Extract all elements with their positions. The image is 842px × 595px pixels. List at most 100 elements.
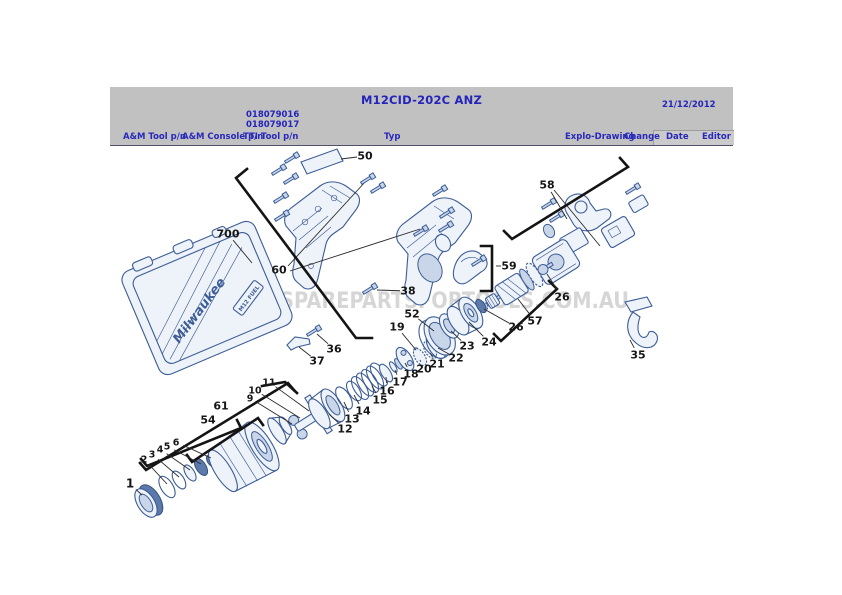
callout-13: 13 — [344, 413, 359, 426]
callout-22: 22 — [448, 352, 463, 365]
small-rings-drawing — [158, 454, 217, 499]
header-inset-cells — [653, 130, 734, 145]
callout-2: 2 — [141, 455, 148, 466]
column-header: Change — [624, 132, 660, 142]
extra-leader-lines — [287, 180, 601, 272]
callout-leader-17 — [394, 369, 398, 375]
column-header: A&M Console p/n — [182, 132, 264, 142]
bracket-61-group — [138, 381, 296, 472]
callout-60: 60 — [271, 264, 287, 277]
callout-18: 18 — [403, 368, 418, 381]
callout-700: 700 — [217, 228, 240, 241]
screw-icon — [273, 209, 291, 223]
callout-leader-2 — [149, 464, 168, 485]
spindle-drum-drawing — [446, 296, 484, 336]
washer-drawing — [475, 298, 487, 314]
callout-leader-37 — [298, 346, 311, 357]
callout-61: 61 — [213, 400, 228, 413]
screw-icon — [282, 172, 300, 186]
screw-icon — [359, 172, 377, 186]
callout-10: 10 — [248, 386, 262, 397]
callout-leader-13 — [343, 401, 350, 412]
callout-leader-11 — [275, 386, 310, 412]
callout-leader-58 — [550, 191, 568, 220]
callout-leader-35 — [629, 339, 635, 349]
callout-9: 9 — [247, 394, 254, 405]
callout-16: 16 — [379, 385, 395, 398]
front-ring-drawing — [134, 484, 164, 518]
callout-11: 11 — [262, 378, 275, 389]
callout-15: 15 — [372, 394, 387, 407]
callout-1: 1 — [126, 477, 134, 491]
callout-leader-3 — [157, 458, 180, 478]
callout-12: 12 — [337, 423, 352, 436]
callout-leader-22 — [437, 347, 450, 355]
screw-icon — [431, 184, 449, 198]
header-band: M12CID-202C ANZ 21/12/2012 018079016 018… — [110, 87, 734, 146]
callout-leader-57 — [517, 298, 531, 315]
callout-leader-26 — [546, 273, 559, 291]
screw-icon — [437, 220, 455, 234]
callout-leader-15 — [371, 385, 377, 394]
housing-left-half-drawing — [284, 181, 360, 290]
callout-24: 24 — [481, 336, 497, 349]
kit-case-drawing: Milwaukee M12 FUEL — [121, 220, 293, 376]
callout-59: 59 — [501, 260, 516, 273]
callout-26: 26 — [508, 321, 524, 334]
bracket-59-group — [479, 244, 494, 293]
tool-part-number-1: 018079016 — [246, 110, 300, 120]
oring-spring-drawing — [335, 362, 389, 410]
callout-leader-23 — [450, 330, 462, 341]
bracket-58-group — [502, 156, 630, 241]
callout-leader-26 — [483, 308, 510, 324]
callout-36: 36 — [326, 343, 342, 356]
bracket-60-group — [234, 167, 374, 340]
callout-leader-19 — [401, 332, 417, 351]
callout-17: 17 — [392, 376, 407, 389]
column-header: Editor — [702, 132, 731, 142]
belt-clip-drawing — [286, 336, 311, 351]
callout-leader-5 — [173, 449, 202, 465]
screw-layer — [270, 151, 642, 338]
callout-layer: 5060700585935265726385219242322212018171… — [126, 150, 646, 496]
callout-leader-21 — [429, 352, 434, 358]
callout-38: 38 — [400, 285, 415, 298]
gear-case-cup-drawing — [304, 388, 346, 435]
callout-5: 5 — [164, 442, 171, 453]
callout-leader-24 — [468, 321, 484, 337]
cam-cone-drawing — [267, 416, 293, 445]
callout-54: 54 — [200, 414, 216, 427]
document-title: M12CID-202C ANZ — [360, 93, 482, 107]
callout-leader-700 — [232, 239, 253, 264]
callout-leader-18 — [404, 362, 408, 368]
callout-4: 4 — [157, 445, 164, 456]
callout-20: 20 — [416, 363, 432, 376]
callout-leader-12 — [328, 413, 340, 424]
screw-icon — [540, 197, 558, 211]
callout-leader-38 — [376, 289, 401, 292]
callout-leader-36 — [316, 333, 329, 345]
callout-leader-10 — [261, 393, 301, 419]
belt-hook-drawing — [624, 296, 658, 349]
screw-icon — [361, 282, 379, 296]
screw-icon — [438, 206, 456, 220]
column-header: A&M Tool p/n — [123, 132, 186, 142]
callout-57: 57 — [527, 315, 542, 328]
bracket-26-57-group — [492, 279, 559, 343]
document-date: 21/12/2012 — [662, 100, 716, 110]
callout-23: 23 — [459, 340, 474, 353]
callout-35: 35 — [630, 349, 645, 362]
callout-21: 21 — [429, 358, 444, 371]
hammer-case-drawing — [207, 421, 280, 493]
column-header: Explo-Drawing — [565, 132, 635, 142]
column-header: Date — [666, 132, 689, 142]
callout-50: 50 — [357, 150, 373, 163]
callout-leader-4 — [166, 453, 191, 471]
callout-37: 37 — [309, 355, 324, 368]
screw-icon — [548, 210, 566, 224]
screw-icon — [470, 254, 488, 268]
switch-assembly-drawing — [542, 193, 649, 255]
bracket-1-6-group — [139, 418, 243, 468]
